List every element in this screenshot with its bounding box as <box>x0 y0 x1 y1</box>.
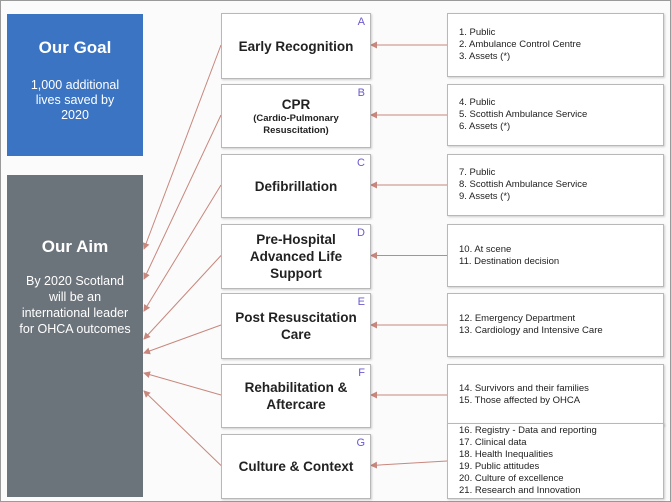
stage-to-aim-arrow <box>142 44 222 250</box>
stage-to-aim-arrow <box>143 114 222 280</box>
stage-letter: G <box>356 437 365 449</box>
detail-item: 3. Assets (*) <box>459 51 511 62</box>
stage-box: Pre-Hospital Advanced Life Support D <box>221 224 371 289</box>
stage-box: Rehabilitation & Aftercare F <box>221 364 371 428</box>
stage-box: CPR(Cardio-Pulmonary Resuscitation) B <box>221 84 371 148</box>
stage-to-aim-arrow <box>143 255 222 340</box>
stage-letter: E <box>357 296 365 308</box>
detail-item: 2. Ambulance Control Centre <box>459 39 581 50</box>
detail-item: 12. Emergency Department <box>459 313 576 324</box>
detail-item: 17. Clinical data <box>459 437 527 448</box>
stage-letter: D <box>357 227 365 239</box>
stage-letter: F <box>358 367 365 379</box>
detail-item: 14. Survivors and their families <box>459 383 589 394</box>
aim-title: Our Aim <box>41 237 109 256</box>
stage-to-aim-arrow <box>143 184 222 312</box>
goal-title: Our Goal <box>38 38 112 57</box>
stage-letter: B <box>357 87 365 99</box>
detail-item: 20. Culture of excellence <box>459 473 564 484</box>
detail-item: 8. Scottish Ambulance Service <box>459 179 588 190</box>
stage-letter: C <box>357 157 365 169</box>
stage-title: Pre-Hospital Advanced Life Support <box>249 232 343 281</box>
goal-panel: Our Goal 1,000 additional lives saved by… <box>7 14 143 156</box>
detail-item: 15. Those affected by OHCA <box>459 395 581 406</box>
aim-text: By 2020 Scotland will be an internationa… <box>19 274 131 336</box>
detail-item: 5. Scottish Ambulance Service <box>459 109 588 120</box>
stage-box: Defibrillation C <box>221 154 371 218</box>
stage-subtitle: (Cardio-Pulmonary Resuscitation) <box>253 112 339 136</box>
stage-to-aim-arrow <box>143 324 222 355</box>
detail-item: 1. Public <box>459 27 496 38</box>
stage-to-aim-arrow <box>143 371 222 396</box>
stage-letter: A <box>357 16 365 28</box>
stage-title: CPR <box>281 96 311 112</box>
stage-title: Early Recognition <box>238 38 354 54</box>
stage-title: Rehabilitation & Aftercare <box>244 380 348 412</box>
detail-item: 7. Public <box>459 167 496 178</box>
detail-item: 4. Public <box>459 97 496 108</box>
detail-item: 18. Health Inequalities <box>459 449 554 460</box>
stage-title: Post Resuscitation Care <box>235 310 357 342</box>
detail-item: 6. Assets (*) <box>459 121 511 132</box>
stage-to-aim-arrow <box>143 390 222 466</box>
detail-to-stage-arrow <box>370 460 448 469</box>
detail-item: 11. Destination decision <box>459 255 560 267</box>
detail-item: 10. At scene <box>459 243 512 255</box>
aim-panel: Our Aim By 2020 Scotland will be an inte… <box>7 175 143 497</box>
detail-item: 19. Public attitudes <box>459 461 540 472</box>
stage-title: Culture & Context <box>238 459 354 474</box>
detail-item: 13. Cardiology and Intensive Care <box>459 325 603 336</box>
goal-text: 1,000 additional lives saved by 2020 <box>30 78 120 122</box>
detail-item: 9. Assets (*) <box>459 191 511 202</box>
stage-title: Defibrillation <box>254 178 338 194</box>
detail-item: 16. Registry - Data and reporting <box>459 425 597 436</box>
detail-item: 21. Research and Innovation <box>459 485 581 496</box>
